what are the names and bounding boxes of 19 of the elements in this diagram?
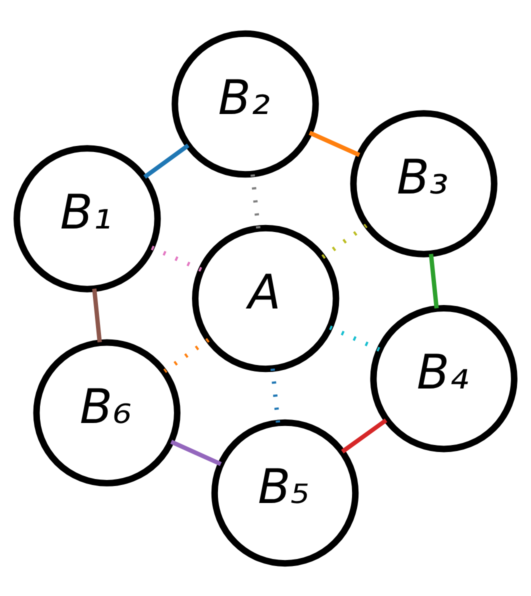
connector — [170, 439, 222, 466]
node-circle: B₁ — [14, 144, 161, 292]
connector — [270, 368, 280, 423]
connector — [341, 418, 388, 453]
node-circle: B₄ — [370, 304, 518, 452]
node-circle: A — [192, 224, 340, 372]
node-circle: B₆ — [33, 338, 180, 486]
connector — [329, 324, 380, 352]
connector — [92, 288, 102, 342]
connector — [321, 223, 368, 258]
node-circle: B₅ — [211, 418, 359, 566]
connector — [308, 130, 360, 156]
connector — [428, 253, 439, 308]
connector — [250, 173, 260, 228]
node-circle: B₃ — [350, 110, 498, 257]
node-circle: B₂ — [172, 30, 319, 178]
connector — [150, 245, 202, 272]
connector — [143, 143, 190, 178]
connector — [163, 338, 210, 372]
